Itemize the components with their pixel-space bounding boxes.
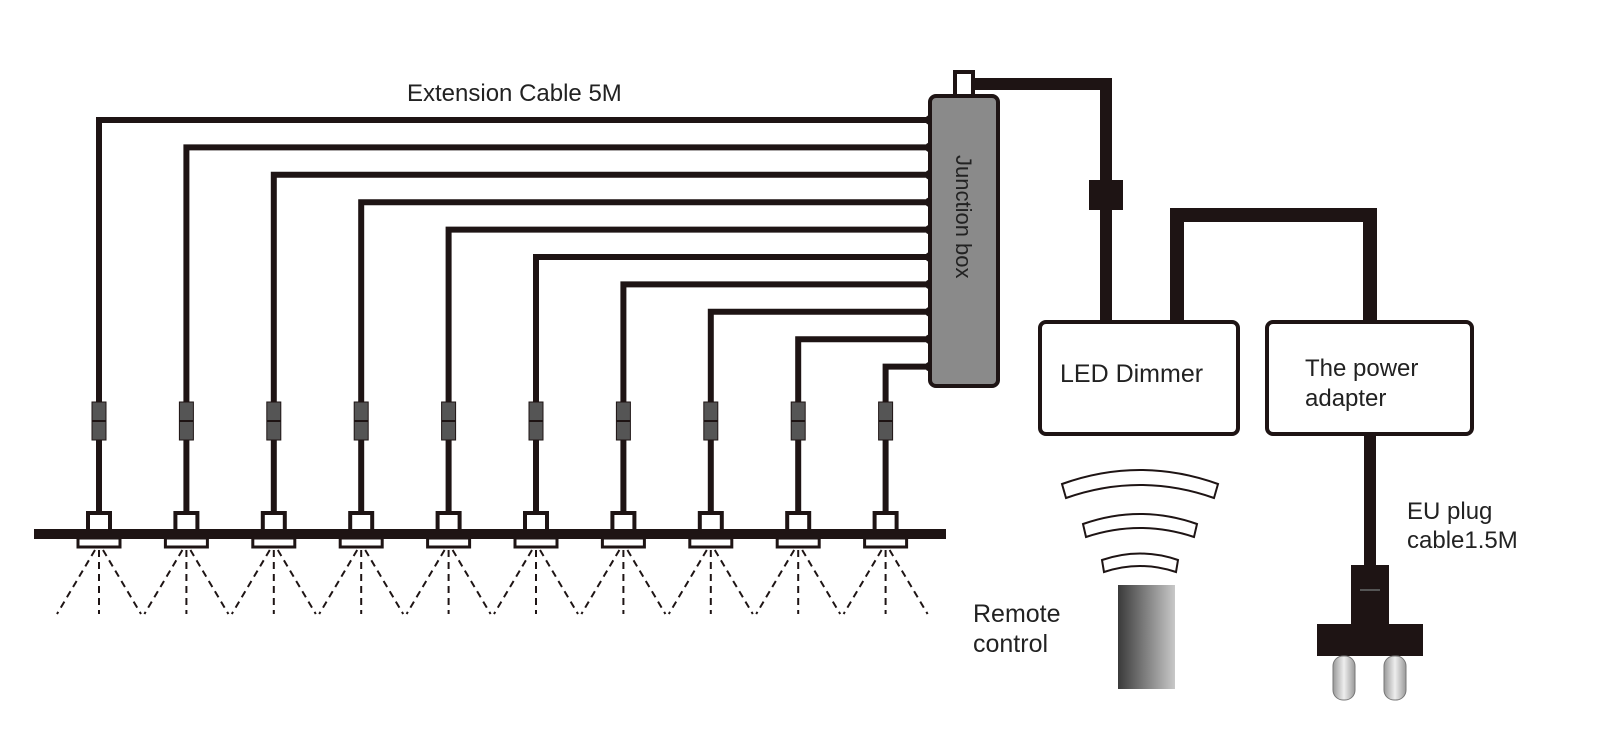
light-beam bbox=[888, 549, 929, 615]
light-fixture-flange bbox=[863, 536, 909, 549]
light-beam bbox=[318, 549, 359, 615]
eu-plug-neck bbox=[1351, 565, 1389, 625]
light-beam bbox=[755, 549, 796, 615]
light-beam bbox=[539, 549, 579, 615]
light-beam bbox=[667, 549, 708, 615]
light-beam bbox=[842, 549, 883, 615]
mounting-rail bbox=[34, 529, 946, 539]
eu-plug-pin-left bbox=[1332, 655, 1356, 701]
remote-label-line2: control bbox=[973, 630, 1048, 658]
eu-plug-label-line2: cable1.5M bbox=[1407, 527, 1518, 554]
light-fixture-flange bbox=[426, 536, 472, 549]
remote-signal-waves bbox=[1060, 469, 1220, 574]
extension-cable bbox=[533, 254, 930, 515]
signal-wave-middle bbox=[1081, 513, 1199, 539]
extension-cable bbox=[96, 117, 930, 515]
light-beam bbox=[713, 549, 754, 615]
dimmer-cable bbox=[973, 78, 1112, 322]
extension-cable bbox=[445, 226, 930, 515]
light-fixture-flange bbox=[163, 536, 209, 549]
light-beam bbox=[143, 549, 184, 615]
eu-plug-pin-right bbox=[1383, 655, 1407, 701]
eu-plug-body bbox=[1317, 624, 1423, 656]
light-fixture-flange bbox=[251, 536, 297, 549]
adapter-cable bbox=[1170, 208, 1377, 322]
led-dimmer-label: LED Dimmer bbox=[1060, 360, 1203, 388]
light-fixture-flange bbox=[76, 536, 122, 549]
led-dimmer-box bbox=[1038, 320, 1240, 436]
eu-plug-label-line1: EU plug bbox=[1407, 498, 1492, 525]
junction-box: Junction box bbox=[928, 70, 1000, 388]
power-adapter: The power adapter bbox=[1265, 320, 1474, 436]
light-beam bbox=[801, 549, 842, 615]
light-fixture-flange bbox=[338, 536, 384, 549]
light-beam bbox=[405, 549, 446, 615]
junction-box-body bbox=[928, 94, 1000, 388]
dimmer-cable-connector bbox=[1089, 180, 1123, 210]
extension-cable-label: Extension Cable 5M bbox=[407, 80, 622, 107]
extension-cable bbox=[882, 363, 930, 515]
light-beam bbox=[364, 549, 405, 615]
extension-cable bbox=[707, 308, 930, 515]
light-fixtures bbox=[56, 115, 935, 615]
extension-cable bbox=[795, 336, 930, 515]
signal-wave-inner bbox=[1100, 552, 1180, 574]
light-beam bbox=[626, 549, 667, 615]
light-beam bbox=[230, 549, 271, 615]
light-fixture-flange bbox=[600, 536, 646, 549]
extension-cable bbox=[183, 144, 930, 515]
eu-plug bbox=[1317, 565, 1423, 701]
power-adapter-label-line1: The power bbox=[1305, 355, 1418, 382]
light-beam bbox=[493, 549, 533, 615]
light-beam bbox=[56, 549, 96, 615]
extension-cable bbox=[270, 171, 930, 515]
light-beam bbox=[451, 549, 492, 615]
light-fixture-flange bbox=[513, 536, 559, 549]
light-fixture-flange bbox=[688, 536, 734, 549]
power-adapter-label-line2: adapter bbox=[1305, 385, 1386, 412]
light-fixture-flange bbox=[775, 536, 821, 549]
led-dimmer: LED Dimmer bbox=[1038, 320, 1240, 436]
light-beam bbox=[580, 549, 621, 615]
light-beam bbox=[276, 549, 317, 615]
remote-label-line1: Remote bbox=[973, 600, 1061, 628]
light-beam bbox=[189, 549, 230, 615]
signal-wave-outer bbox=[1060, 469, 1220, 500]
junction-box-label: Junction box bbox=[951, 155, 976, 279]
remote-control bbox=[1118, 585, 1175, 689]
light-beam bbox=[102, 549, 142, 615]
